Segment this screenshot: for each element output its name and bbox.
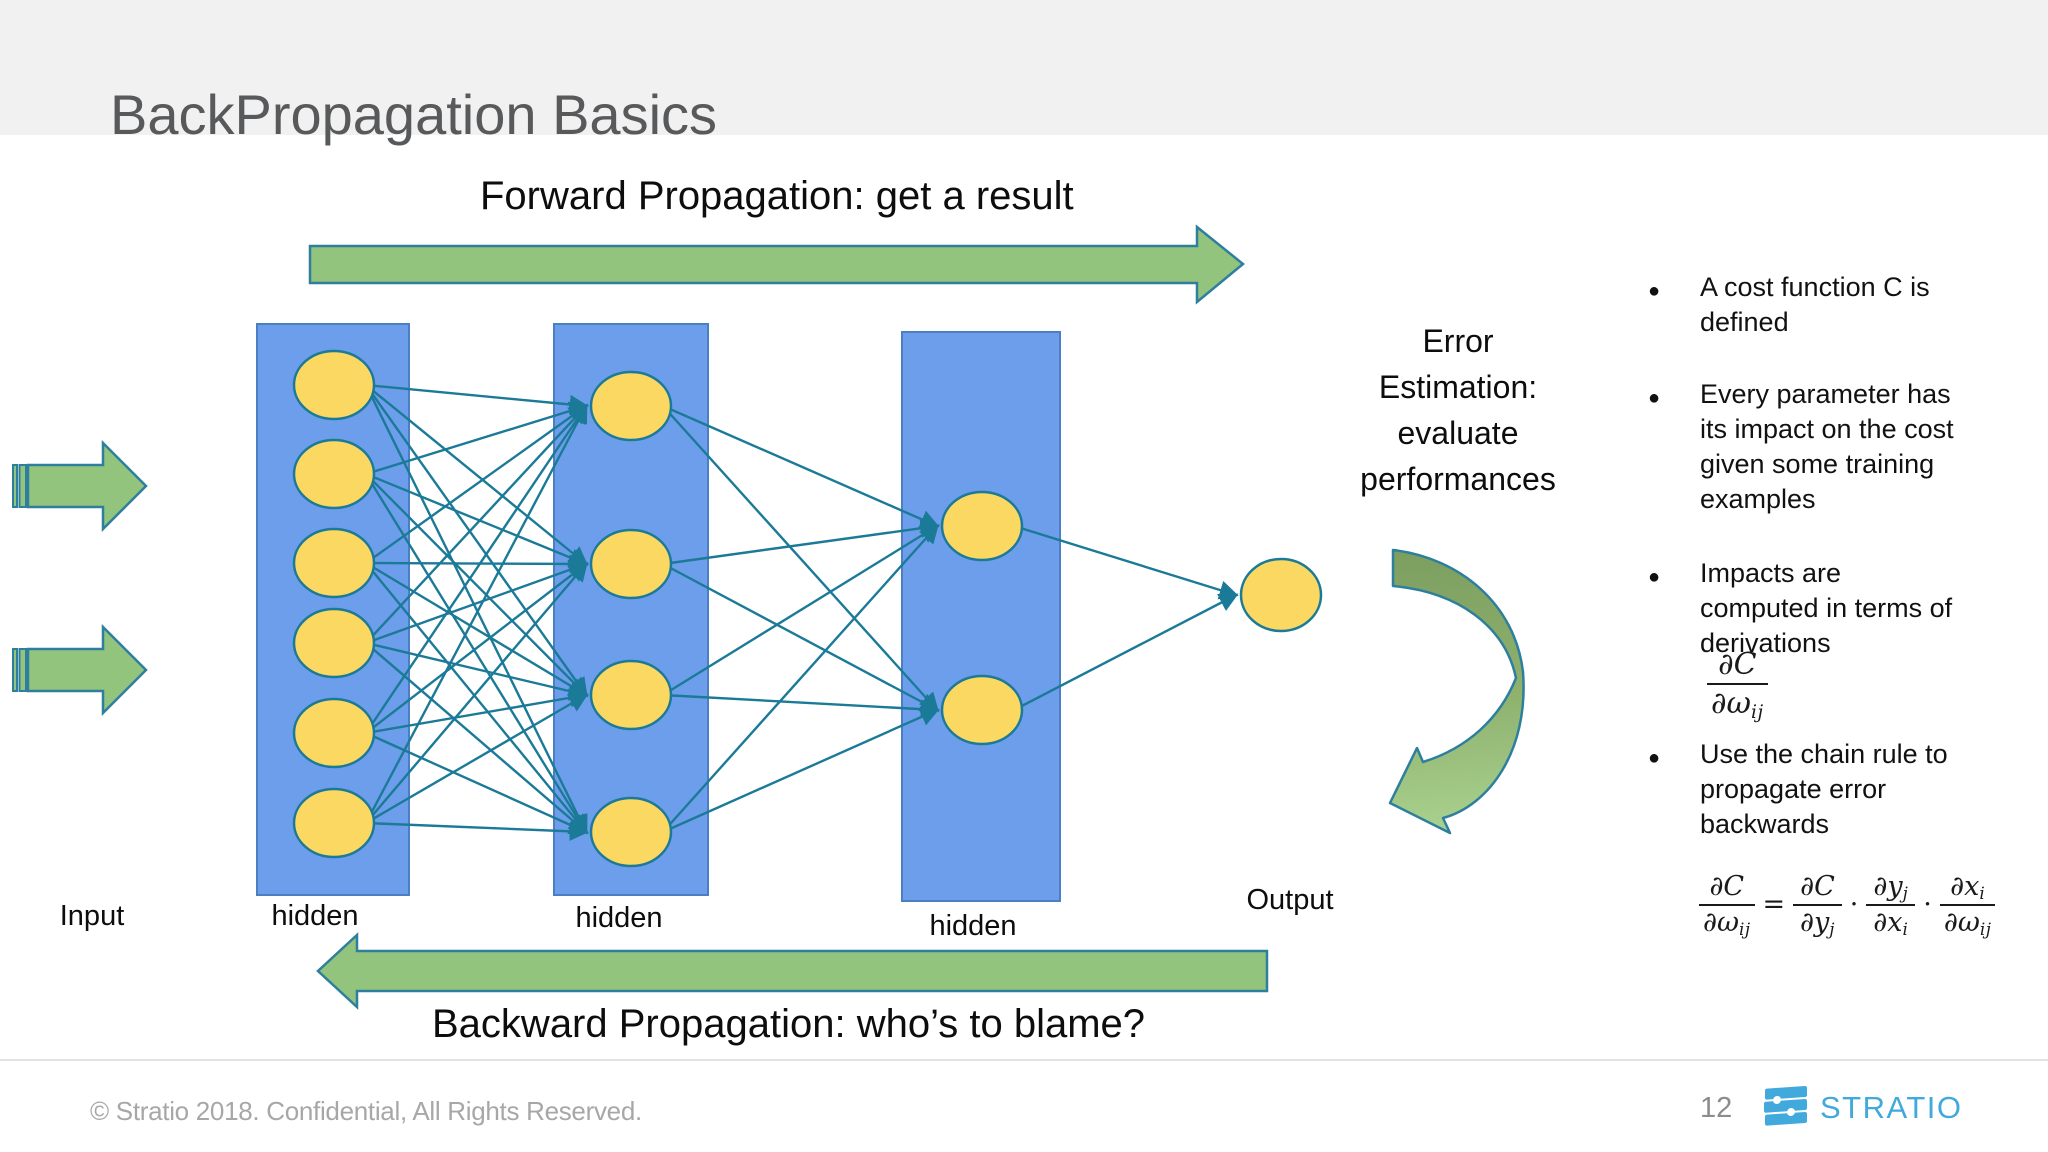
hidden-layer-1-label: hidden — [271, 900, 359, 932]
neuron — [589, 659, 673, 731]
connection-line — [662, 707, 940, 834]
error-line-3: evaluate — [1397, 415, 1519, 451]
connection-line — [365, 693, 589, 825]
connection-line — [365, 473, 589, 698]
fraction: ∂C ∂ωij — [1707, 648, 1768, 722]
connection-line — [365, 401, 589, 476]
forward-propagation-label: Forward Propagation: get a result — [480, 174, 1074, 218]
input-arrow-tail-bar — [12, 648, 18, 692]
connection-line — [662, 523, 939, 833]
hidden-layer-2-label: hidden — [575, 902, 663, 934]
fraction: ∂xi ∂ωij — [1939, 872, 1996, 938]
neuron — [292, 438, 376, 510]
neuron — [292, 697, 376, 769]
error-line-1: Error — [1422, 323, 1494, 359]
neuron — [292, 787, 376, 859]
connection-line — [365, 731, 589, 835]
footer-copyright: © Stratio 2018. Confidential, All Rights… — [90, 1096, 642, 1126]
neuron — [292, 527, 376, 599]
page-number: 12 — [1700, 1092, 1733, 1124]
connection-line — [662, 693, 940, 719]
multiplication-dot: · — [1923, 889, 1932, 921]
input-arrow — [26, 623, 148, 717]
fraction: ∂yj ∂xi — [1866, 872, 1916, 938]
connection-line — [365, 821, 589, 841]
input-arrow-tail-bar — [12, 464, 18, 508]
connection-line — [365, 562, 588, 835]
error-line-2: Estimation: — [1378, 369, 1538, 405]
connection-line — [365, 561, 589, 697]
neuron — [589, 528, 673, 600]
connection-line — [365, 561, 588, 824]
stratio-logo-text: STRATIO — [1820, 1090, 1963, 1125]
fraction: ∂C ∂yj — [1793, 872, 1842, 938]
connection-line — [365, 560, 589, 645]
formula-chain-rule: ∂C ∂ωij = ∂C ∂yj · ∂yj ∂xi · ∂xi ∂ωij — [1694, 872, 2000, 938]
connection-line — [662, 524, 940, 697]
connection-line — [364, 403, 588, 824]
connection-line — [365, 641, 589, 701]
connection-line — [365, 384, 588, 698]
connection-line — [364, 384, 588, 835]
connection-line — [365, 688, 589, 735]
neuron — [940, 674, 1024, 746]
error-line-4: performances — [1360, 461, 1556, 497]
neuron — [589, 796, 673, 868]
neuron — [589, 370, 673, 442]
error-estimation-label: Error Estimation: evaluate performances — [1278, 318, 1638, 502]
formula-partial-derivative: ∂C ∂ωij — [1702, 648, 1773, 722]
stratio-logo-icon — [1764, 1086, 1807, 1126]
backward-arrow — [316, 932, 1269, 1010]
input-arrow-tail-bar — [18, 648, 27, 692]
neuron — [292, 349, 376, 421]
equals-sign: = — [1762, 889, 1786, 921]
connection-line — [1013, 593, 1239, 712]
input-arrow-tail-bar — [18, 464, 27, 508]
backward-propagation-label: Backward Propagation: who’s to blame? — [432, 1002, 1146, 1046]
output-layer-label: Output — [1246, 884, 1334, 916]
footer-divider — [0, 1059, 2048, 1061]
connection-line — [365, 383, 589, 415]
output-neuron — [1239, 557, 1323, 633]
connection-line — [1013, 524, 1239, 600]
connection-line — [662, 562, 940, 712]
connection-line — [365, 562, 589, 734]
connection-line — [662, 404, 940, 529]
bullet-impacts-derivations: Impacts are computed in terms of derivat… — [1648, 556, 1954, 661]
header-band — [0, 0, 2048, 135]
hidden-layer-3-label: hidden — [929, 910, 1017, 942]
neuron — [940, 490, 1024, 562]
page-title: BackPropagation Basics — [110, 83, 718, 146]
error-feedback-curved-arrow — [1388, 548, 1525, 835]
connection-line — [365, 403, 588, 734]
connection-line — [662, 405, 939, 713]
input-layer-label: Input — [59, 900, 125, 932]
bullet-chain-rule: Use the chain rule to propagate error ba… — [1648, 737, 1954, 842]
fraction: ∂C ∂ωij — [1699, 872, 1755, 938]
hidden-layer-rect — [901, 331, 1061, 902]
bullet-parameter-impact: Every parameter has its impact on the co… — [1648, 377, 1954, 517]
connection-line — [365, 554, 589, 574]
bullet-cost-function: A cost function C is defined — [1648, 270, 1954, 340]
connection-line — [364, 473, 588, 835]
multiplication-dot: · — [1849, 889, 1859, 921]
connection-line — [365, 642, 589, 834]
connection-line — [662, 518, 940, 566]
connection-line — [365, 472, 589, 567]
connection-line — [365, 403, 588, 644]
neuron — [292, 607, 376, 679]
input-arrow — [26, 439, 148, 533]
forward-arrow — [308, 224, 1245, 305]
connection-line — [365, 404, 589, 564]
connection-line — [365, 384, 589, 566]
